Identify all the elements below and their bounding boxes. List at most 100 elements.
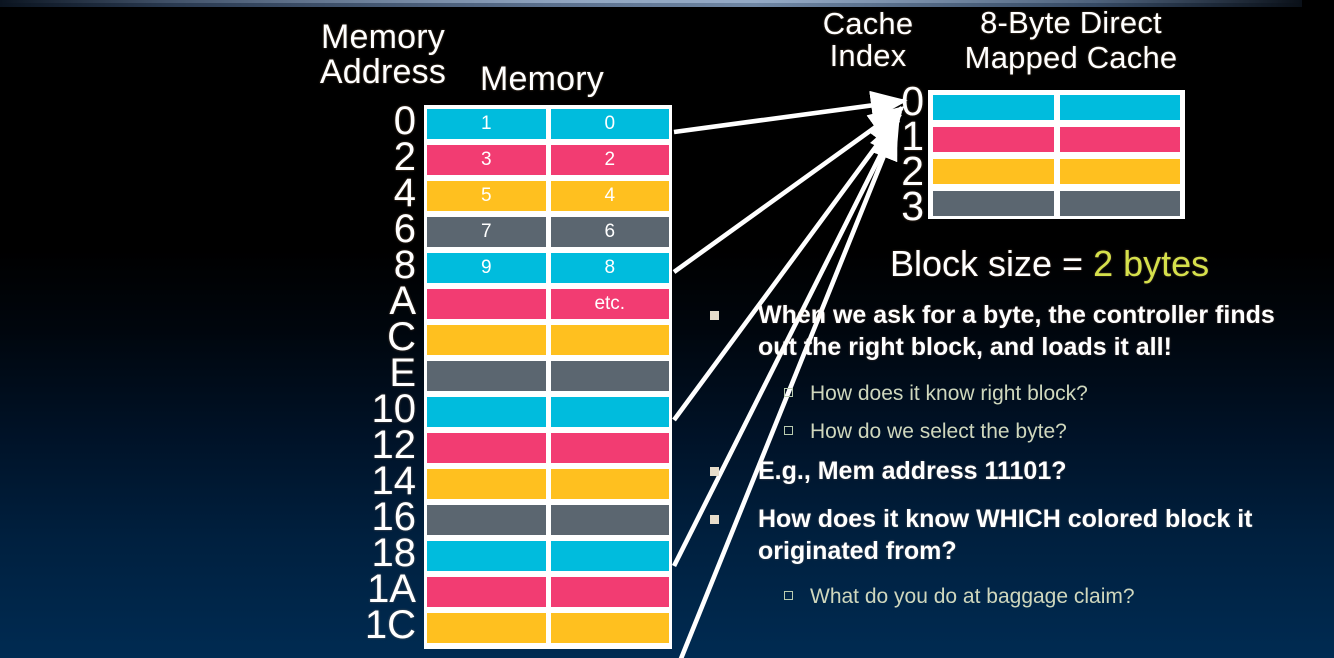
memory-cell-left: 7 bbox=[427, 217, 546, 247]
memory-row bbox=[427, 505, 669, 535]
memory-row bbox=[427, 325, 669, 355]
memory-cell-left bbox=[427, 469, 546, 499]
cache-index-heading-line2: Index bbox=[829, 37, 907, 73]
memory-cell-left bbox=[427, 577, 546, 607]
memory-cell-right: etc. bbox=[550, 289, 669, 319]
cache-row bbox=[933, 159, 1180, 184]
memory-address-6: 6 bbox=[393, 207, 416, 251]
cache-title-heading: 8-Byte Direct Mapped Cache bbox=[940, 5, 1202, 75]
memory-cell-left bbox=[427, 433, 546, 463]
memory-cell-right bbox=[550, 469, 669, 499]
memory-cell-right bbox=[550, 505, 669, 535]
memory-cell-left: 3 bbox=[427, 145, 546, 175]
memory-address-16: 16 bbox=[371, 495, 417, 539]
sub-bullet-item: How does it know right block? bbox=[700, 380, 1320, 407]
memory-address-10: 10 bbox=[371, 387, 417, 431]
memory-cell-right bbox=[550, 361, 669, 391]
bullet-item: How does it know WHICH colored block it … bbox=[700, 504, 1320, 568]
memory-cell-left bbox=[427, 289, 546, 319]
top-decoration-bar bbox=[0, 0, 1302, 7]
memory-cell-right: 8 bbox=[550, 253, 669, 283]
cache-index-heading: Cache Index bbox=[812, 8, 924, 72]
memory-address-C: C bbox=[387, 315, 416, 359]
cache-cell-right bbox=[1059, 127, 1180, 152]
cache-index-2: 2 bbox=[901, 148, 924, 194]
memory-heading: Memory bbox=[480, 60, 604, 98]
cache-cell-right bbox=[1059, 95, 1180, 120]
memory-row bbox=[427, 613, 669, 643]
memory-address-heading-line1: Memory bbox=[321, 18, 445, 56]
memory-cell-right bbox=[550, 433, 669, 463]
bullet-list: When we ask for a byte, the controller f… bbox=[700, 300, 1320, 622]
memory-address-A: A bbox=[389, 279, 416, 323]
sub-bullet-item: How do we select the byte? bbox=[700, 418, 1320, 445]
cache-title-line2: Mapped Cache bbox=[964, 39, 1178, 75]
cache-index-1: 1 bbox=[901, 113, 924, 159]
memory-row bbox=[427, 469, 669, 499]
memory-cell-left bbox=[427, 613, 546, 643]
cache-cell-left bbox=[933, 159, 1054, 184]
memory-address-1C: 1C bbox=[364, 603, 416, 647]
cache-cell-left bbox=[933, 95, 1054, 120]
cache-index-heading-line1: Cache bbox=[822, 6, 914, 41]
memory-cell-right bbox=[550, 613, 669, 643]
cache-row bbox=[933, 95, 1180, 120]
memory-row: etc. bbox=[427, 289, 669, 319]
memory-address-14: 14 bbox=[371, 459, 417, 503]
bullet-item: When we ask for a byte, the controller f… bbox=[700, 300, 1320, 364]
memory-cell-left bbox=[427, 325, 546, 355]
memory-address-18: 18 bbox=[371, 531, 417, 575]
block-size-value: 2 bytes bbox=[1093, 243, 1210, 284]
cache-cell-right bbox=[1059, 159, 1180, 184]
bullet-item: E.g., Mem address 11101? bbox=[700, 456, 1320, 488]
memory-cell-right: 4 bbox=[550, 181, 669, 211]
cache-title-line1: 8-Byte Direct bbox=[980, 5, 1162, 40]
memory-address-heading-line2: Address bbox=[319, 53, 447, 92]
memory-cell-left: 9 bbox=[427, 253, 546, 283]
memory-cell-right: 2 bbox=[550, 145, 669, 175]
memory-address-4: 4 bbox=[393, 171, 416, 215]
memory-cell-left bbox=[427, 505, 546, 535]
memory-row bbox=[427, 397, 669, 427]
memory-cell-left: 5 bbox=[427, 181, 546, 211]
cache-cell-right bbox=[1059, 191, 1180, 216]
top-bar-sheen bbox=[0, 0, 1302, 3]
cache-row bbox=[933, 191, 1180, 216]
memory-cell-left bbox=[427, 541, 546, 571]
memory-address-1A: 1A bbox=[367, 567, 416, 611]
cache-cell-left bbox=[933, 127, 1054, 152]
memory-cell-right: 0 bbox=[550, 109, 669, 139]
memory-row bbox=[427, 541, 669, 571]
memory-address-heading: Memory Address bbox=[318, 18, 448, 92]
memory-row bbox=[427, 433, 669, 463]
memory-cell-right: 6 bbox=[550, 217, 669, 247]
memory-address-E: E bbox=[389, 351, 416, 395]
memory-address-8: 8 bbox=[393, 243, 416, 287]
memory-address-0: 0 bbox=[393, 99, 416, 143]
arrow-mem-0-to-cache bbox=[673, 90, 908, 135]
memory-row bbox=[427, 361, 669, 391]
memory-cell-left: 1 bbox=[427, 109, 546, 139]
memory-cell-left bbox=[427, 397, 546, 427]
cache-table bbox=[928, 90, 1185, 219]
block-size-prefix: Block size = bbox=[890, 243, 1094, 284]
cache-row bbox=[933, 127, 1180, 152]
cache-index-3: 3 bbox=[901, 183, 924, 229]
block-size-caption: Block size = 2 bytes bbox=[890, 243, 1209, 285]
memory-cell-right bbox=[550, 577, 669, 607]
memory-cell-right bbox=[550, 397, 669, 427]
memory-cell-left bbox=[427, 361, 546, 391]
cache-cell-left bbox=[933, 191, 1054, 216]
memory-address-12: 12 bbox=[371, 423, 417, 467]
sub-bullet-item: What do you do at baggage claim? bbox=[700, 583, 1320, 610]
arrow-mem-8-to-cache bbox=[672, 105, 905, 274]
memory-address-2: 2 bbox=[393, 135, 416, 179]
